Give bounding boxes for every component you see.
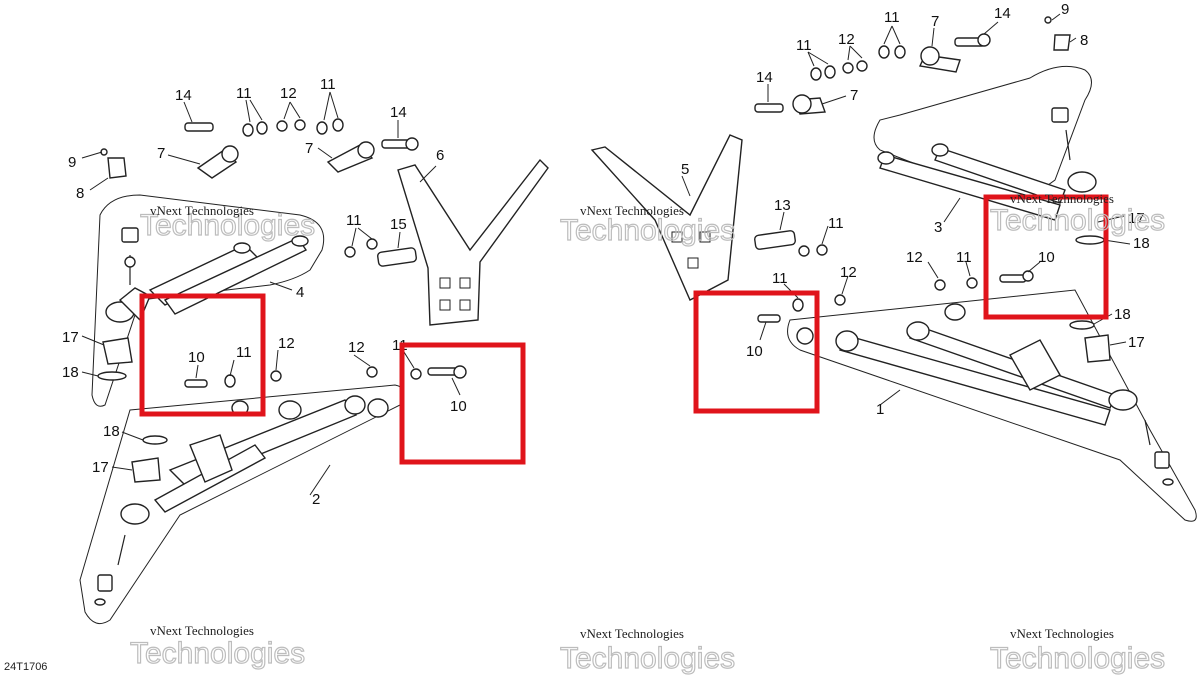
callout-6: 6 <box>436 147 444 164</box>
callout-1: 1 <box>876 401 884 418</box>
callout-18: 18 <box>103 423 120 440</box>
watermark: Technologies vNext Technologies <box>139 203 315 243</box>
callout-7: 7 <box>931 13 939 30</box>
svg-text:Technologies: Technologies <box>140 209 315 242</box>
svg-text:vNext Technologies: vNext Technologies <box>580 203 684 218</box>
callout-11: 11 <box>346 212 362 229</box>
callout-11: 11 <box>796 37 812 54</box>
callout-11: 11 <box>884 9 900 26</box>
callout-10: 10 <box>188 349 205 366</box>
callout-8: 8 <box>76 185 84 202</box>
svg-text:Technologies: Technologies <box>560 642 735 675</box>
watermark: Technologies vNext Technologies <box>989 626 1165 676</box>
svg-text:Technologies: Technologies <box>990 204 1165 237</box>
svg-text:Technologies: Technologies <box>130 637 305 670</box>
callout-12: 12 <box>280 85 297 102</box>
watermark: Technologies vNext Technologies <box>129 623 305 671</box>
callout-15: 15 <box>390 216 407 233</box>
left-upper-arm-plate <box>91 194 325 407</box>
svg-text:vNext Technologies: vNext Technologies <box>150 623 254 638</box>
left-leaders <box>81 91 461 496</box>
callout-14: 14 <box>994 5 1011 22</box>
watermarks: Technologies vNext Technologies Technolo… <box>129 191 1165 676</box>
callout-11: 11 <box>772 270 788 287</box>
callout-3: 3 <box>934 219 942 236</box>
part-13-plate <box>754 230 796 250</box>
callout-14: 14 <box>175 87 192 104</box>
svg-text:Technologies: Technologies <box>990 642 1165 675</box>
callout-11: 11 <box>828 215 844 232</box>
callout-18: 18 <box>1133 235 1150 252</box>
callout-18: 18 <box>1114 306 1131 323</box>
part-15-plate <box>377 247 417 267</box>
left-ball-joints <box>94 227 168 606</box>
part-2-lower-arm <box>120 395 366 525</box>
svg-text:vNext Technologies: vNext Technologies <box>580 626 684 641</box>
highlight-box <box>983 194 1109 320</box>
part-6-bracket <box>397 158 549 326</box>
right-leaders <box>681 13 1131 406</box>
callout-4: 4 <box>296 284 304 301</box>
callout-10: 10 <box>746 343 763 360</box>
callout-11: 11 <box>236 85 252 102</box>
svg-text:Technologies: Technologies <box>560 214 735 247</box>
svg-text:vNext Technologies: vNext Technologies <box>1010 626 1114 641</box>
right-hardware <box>754 16 1071 323</box>
callout-18: 18 <box>62 364 79 381</box>
callout-17: 17 <box>62 329 79 346</box>
callout-14: 14 <box>756 69 773 86</box>
watermark: Technologies vNext Technologies <box>559 626 735 676</box>
callout-11: 11 <box>956 249 972 266</box>
callout-2: 2 <box>312 491 320 508</box>
right-assembly: 11 7 14 9 8 11 12 14 7 5 13 11 3 17 18 1… <box>590 1 1197 522</box>
callout-12: 12 <box>348 339 365 356</box>
callout-12: 12 <box>906 249 923 266</box>
callout-12: 12 <box>838 31 855 48</box>
left-assembly: 9 8 14 11 12 11 7 7 14 6 11 15 4 17 18 1… <box>62 76 549 625</box>
callout-11: 11 <box>320 76 336 93</box>
part-5-bracket <box>590 134 743 301</box>
left-hardware <box>100 118 467 418</box>
callout-7: 7 <box>157 145 165 162</box>
right-ball-joints <box>1051 107 1174 486</box>
callout-14: 14 <box>390 104 407 121</box>
highlight-box <box>399 342 526 465</box>
part-3-upper-arm <box>877 143 1097 221</box>
callout-7: 7 <box>850 87 858 104</box>
watermark: Technologies vNext Technologies <box>559 203 735 248</box>
callout-17: 17 <box>1128 334 1145 351</box>
callout-8: 8 <box>1080 32 1088 49</box>
callout-10: 10 <box>450 398 467 415</box>
svg-text:vNext Technologies: vNext Technologies <box>1010 191 1114 206</box>
callout-9: 9 <box>68 154 76 171</box>
right-upper-arm-plate <box>873 65 1092 206</box>
callout-12: 12 <box>278 335 295 352</box>
callout-17: 17 <box>92 459 109 476</box>
callout-12: 12 <box>840 264 857 281</box>
callout-11: 11 <box>236 344 252 361</box>
part-1-lower-arm <box>796 303 1138 426</box>
callout-9: 9 <box>1061 1 1069 18</box>
left-lower-arm-plate <box>79 384 405 625</box>
callout-7: 7 <box>305 140 313 157</box>
watermark: Technologies vNext Technologies <box>989 191 1165 238</box>
callout-5: 5 <box>681 161 689 178</box>
highlight-box <box>693 290 820 414</box>
highlight-box <box>139 293 266 417</box>
callout-17: 17 <box>1128 210 1145 227</box>
callout-13: 13 <box>774 197 791 214</box>
reference-code: 24T1706 <box>4 661 47 673</box>
callout-10: 10 <box>1038 249 1055 266</box>
svg-text:vNext Technologies: vNext Technologies <box>150 203 254 218</box>
